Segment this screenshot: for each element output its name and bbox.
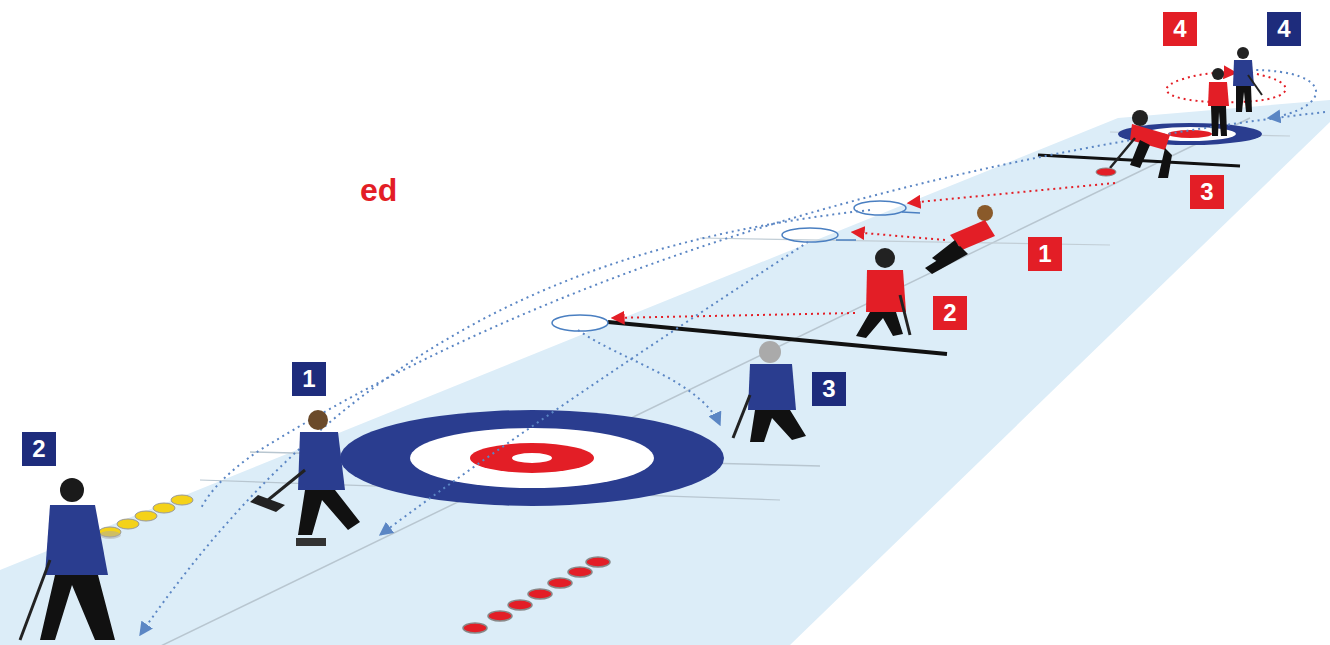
- target-ellipses: [552, 201, 920, 331]
- yellow-stones: [99, 495, 193, 539]
- callout-number: 2: [22, 432, 56, 466]
- button: [512, 453, 552, 463]
- callout-number: 4: [1267, 12, 1301, 46]
- red-player-4: [1208, 68, 1229, 136]
- blue-player-1: [250, 410, 360, 546]
- ice-sheet: [0, 100, 1330, 645]
- callout-number: 3: [1190, 175, 1224, 209]
- blue-player-2: [20, 478, 115, 640]
- house-white: [410, 428, 654, 488]
- red-player-1: [925, 205, 995, 274]
- house-outer: [340, 410, 724, 506]
- red-player-2: [856, 248, 910, 338]
- blue-player-3: [733, 341, 806, 442]
- red-stones: [463, 557, 610, 633]
- callout-number: 1: [292, 362, 326, 396]
- heading-fragment: ed: [360, 172, 397, 208]
- blue-player-4: [1233, 47, 1262, 112]
- callout-number: 2: [933, 296, 967, 330]
- callout-number: 1: [1028, 237, 1062, 271]
- callout-number: 3: [812, 372, 846, 406]
- far-house-red: [1168, 130, 1212, 138]
- red-movement-arrows: [612, 72, 1286, 318]
- callout-number: 4: [1163, 12, 1197, 46]
- red-player-3: [1096, 110, 1172, 178]
- house-red: [470, 443, 594, 473]
- blue-movement-arrows: [140, 70, 1325, 635]
- center-line: [70, 118, 1250, 645]
